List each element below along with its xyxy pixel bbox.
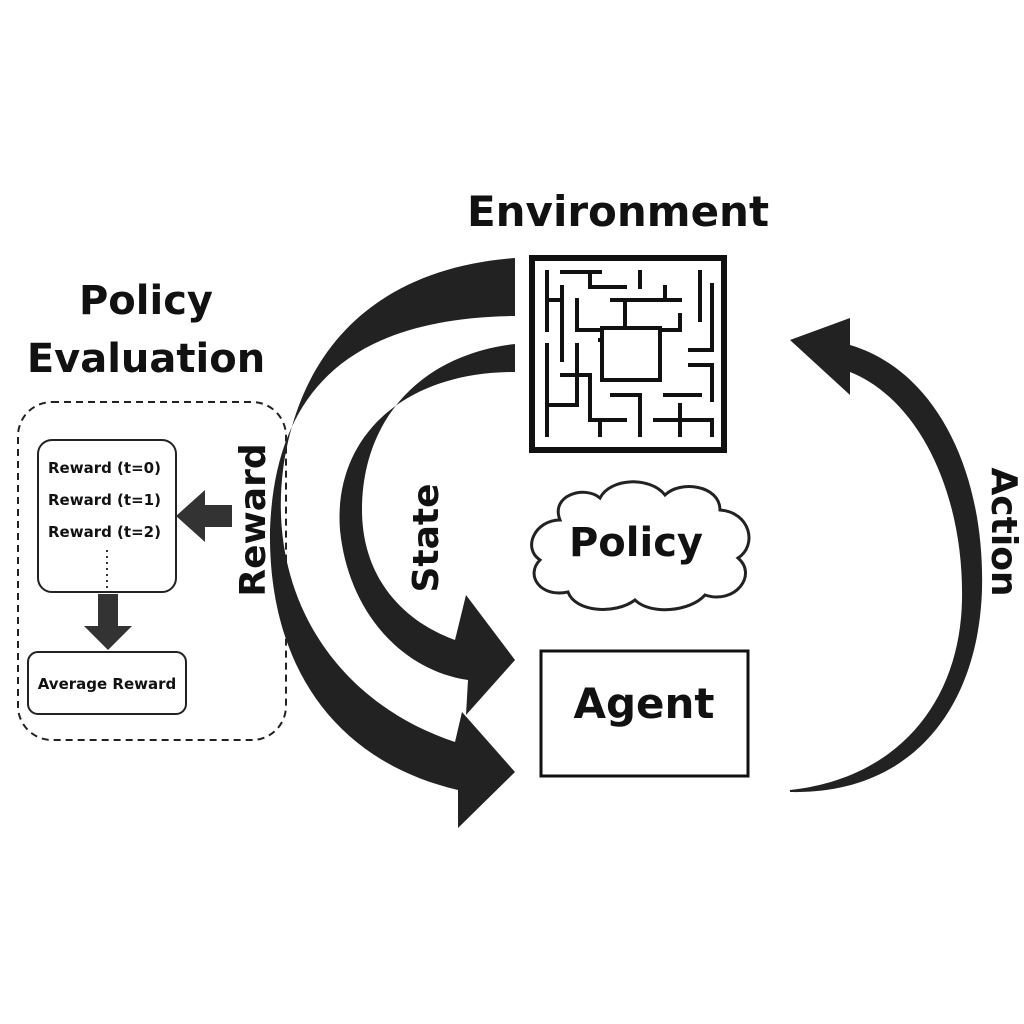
policy-evaluation-group [17, 401, 287, 741]
policy-label: Policy [569, 520, 703, 566]
reward-arrow [269, 258, 515, 828]
agent-box [539, 649, 750, 778]
state-arrow [339, 344, 515, 715]
log-to-average-arrow [84, 594, 132, 650]
reward-label: Reward [233, 443, 274, 596]
reward-to-log-arrow [176, 490, 232, 542]
average-reward-box [27, 651, 187, 715]
maze-icon [529, 255, 727, 453]
policy-evaluation-title-line2: Evaluation [27, 336, 265, 382]
state-label: State [406, 483, 447, 592]
environment-title: Environment [467, 187, 769, 236]
policy-cloud [530, 480, 751, 612]
agent-label: Agent [573, 679, 714, 728]
reward-log-item-1: Reward (t=1) [48, 491, 161, 509]
reward-log-item-2: Reward (t=2) [48, 523, 161, 541]
reward-log-item-0: Reward (t=0) [48, 459, 161, 477]
action-arrow [790, 318, 983, 793]
policy-evaluation-title-line1: Policy [79, 278, 213, 324]
action-label: Action [983, 467, 1024, 596]
average-reward-label: Average Reward [38, 675, 177, 693]
